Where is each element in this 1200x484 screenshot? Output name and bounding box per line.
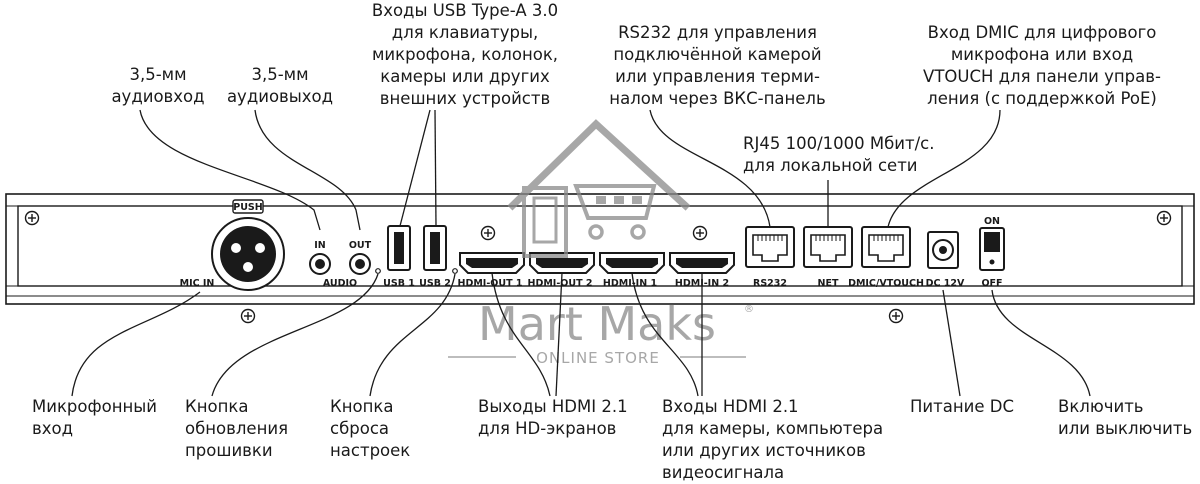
reset-button-icon <box>452 268 458 274</box>
leader-reset <box>369 273 456 397</box>
rj45-ports-icon: RS232 NET DMIC/VTOUCH <box>745 226 924 289</box>
callout-audio-in: 3,5-мм аудиовход <box>111 65 205 106</box>
in-label: IN <box>314 240 326 251</box>
usb-ports-icon: USB 1 USB 2 <box>383 225 458 289</box>
leader-mic <box>71 291 201 397</box>
leader-power <box>991 289 1091 397</box>
off-label: OFF <box>981 278 1002 289</box>
leader-dmic <box>887 109 1001 228</box>
hdmi-out1-label: HDMI-OUT 1 <box>458 278 523 289</box>
callout-hdmi-in: Входы HDMI 2.1 для камеры, компьютера ил… <box>662 397 884 482</box>
leader-audio-out <box>254 109 361 231</box>
hdmi-out2-label: HDMI-OUT 2 <box>528 278 593 289</box>
callout-usb: Входы USB Type-A 3.0 для клавиатуры, мик… <box>371 1 559 108</box>
firmware-button-icon <box>375 268 381 274</box>
rs232-label: RS232 <box>753 278 787 289</box>
watermark: Mart Maks ® ONLINE STORE <box>448 119 754 367</box>
dmic-label: DMIC/VTOUCH <box>848 278 924 289</box>
watermark-brand: Mart Maks <box>478 297 716 351</box>
callout-hdmi-out: Выходы HDMI 2.1 для HD-экранов <box>478 397 628 438</box>
callout-mic: Микрофонный вход <box>32 397 158 438</box>
leader-audio-in <box>139 109 321 231</box>
callout-firmware: Кнопка обновления прошивки <box>185 397 289 460</box>
net-label: NET <box>818 278 839 289</box>
push-label: PUSH <box>233 202 263 213</box>
dc-jack-icon: DC 12V <box>926 231 965 289</box>
power-switch-icon: ON OFF <box>979 216 1005 289</box>
callout-power: Включить или выключить <box>1058 397 1193 438</box>
on-label: ON <box>984 216 1000 227</box>
callout-rj45: RJ45 100/1000 Мбит/с. для локальной сети <box>743 134 935 175</box>
leader-hdmi-out2 <box>555 272 563 397</box>
leader-lines <box>71 109 1091 397</box>
callout-reset: Кнопка сброса настроек <box>330 397 411 460</box>
callout-dc: Питание DC <box>910 397 1014 416</box>
leader-dc <box>942 289 961 397</box>
watermark-tagline: ONLINE STORE <box>536 349 660 367</box>
xlr-connector-icon: PUSH MIC IN <box>180 199 285 291</box>
leader-usb2 <box>434 109 437 227</box>
usb1-label: USB 1 <box>383 278 415 289</box>
hdmi-in1-label: HDMI-IN 1 <box>603 278 657 289</box>
leader-firmware <box>211 273 379 397</box>
watermark-registered: ® <box>744 304 754 315</box>
leader-hdmi-in1 <box>631 272 699 397</box>
usb2-label: USB 2 <box>419 278 451 289</box>
leader-hdmi-out1 <box>491 272 551 397</box>
audio-label: AUDIO <box>323 278 357 289</box>
leader-usb1 <box>399 109 431 227</box>
dc12v-label: DC 12V <box>926 278 965 289</box>
audio-jacks-icon: IN OUT AUDIO <box>309 240 381 289</box>
mic-in-label: MIC IN <box>180 278 215 289</box>
out-label: OUT <box>349 240 372 251</box>
callout-rs232: RS232 для управления подключённой камеро… <box>609 23 826 108</box>
leader-rs232 <box>649 109 771 228</box>
callout-audio-out: 3,5-мм аудиовыход <box>226 65 334 106</box>
callout-dmic: Вход DMIC для цифрового микрофона или вх… <box>923 23 1161 108</box>
